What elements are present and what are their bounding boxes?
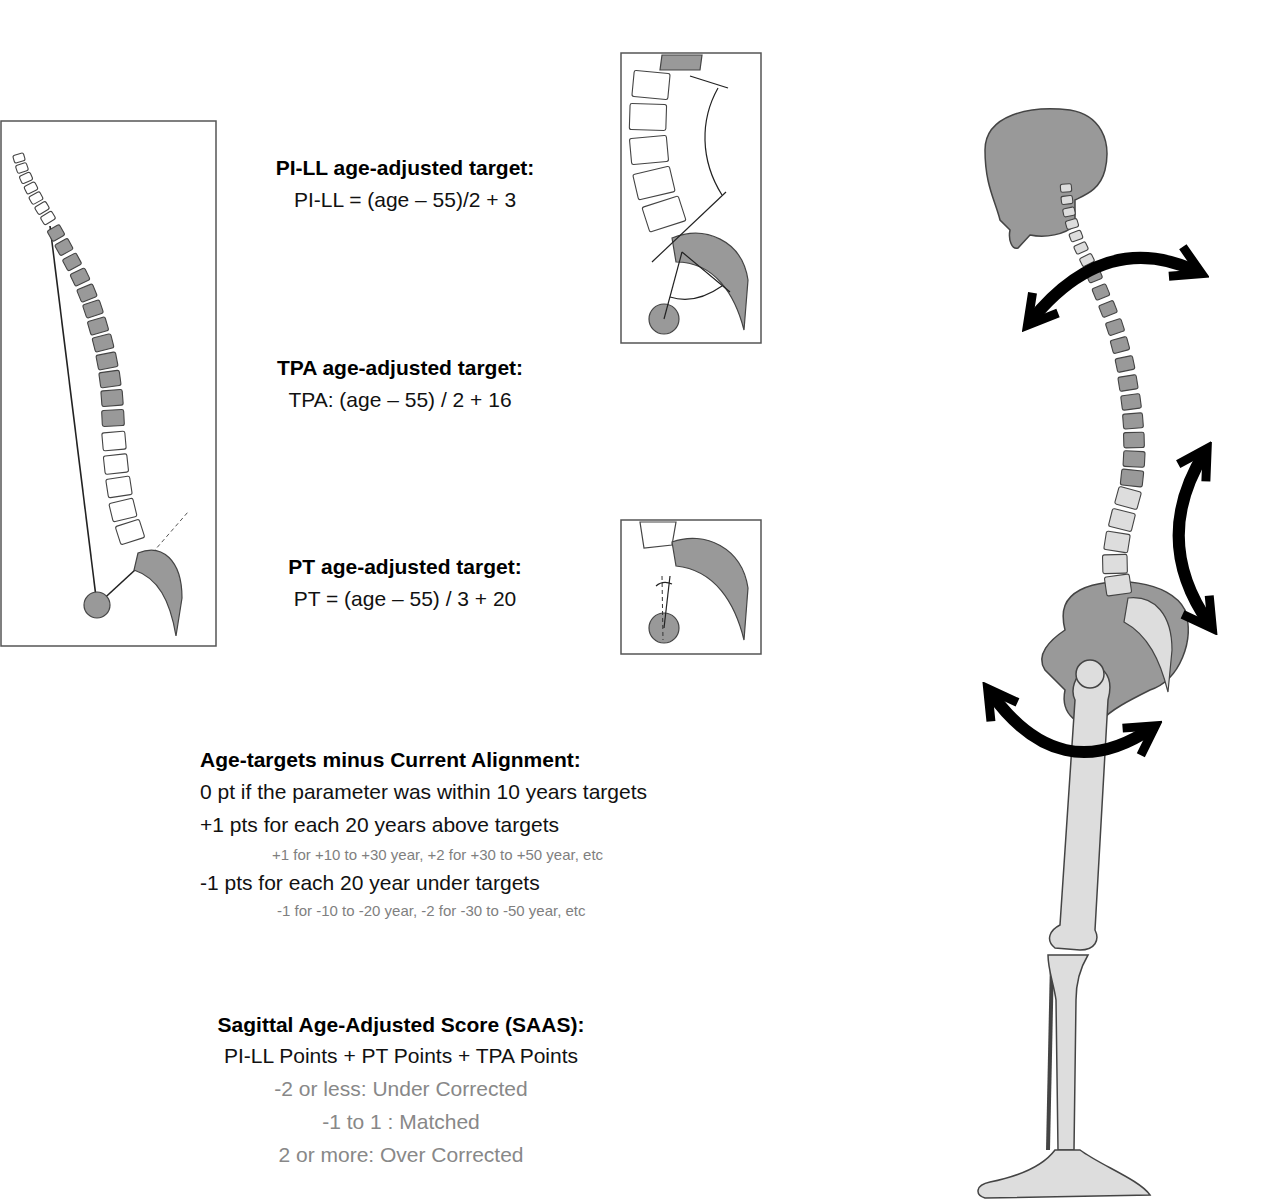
vertebra [1073, 241, 1088, 254]
vertebra [101, 389, 123, 406]
sacrum [672, 233, 748, 330]
body-text: 0 pt if the parameter was within 10 year… [200, 779, 647, 805]
vertebra [1120, 469, 1144, 487]
vertebra [1124, 432, 1145, 448]
sacrum [1124, 598, 1172, 692]
vertebra [1115, 486, 1142, 509]
vertebra [640, 522, 676, 548]
grey-text: -1 to 1 : Matched [322, 1109, 480, 1135]
angle-line [664, 252, 682, 319]
heading-text: PI-LL age-adjusted target: [276, 155, 535, 181]
vertebra [1098, 300, 1117, 318]
panel-frame [1, 121, 216, 646]
vertebra [1104, 574, 1131, 596]
angle-arc [670, 286, 722, 299]
body-text: PI-LL = (age – 55)/2 + 3 [294, 187, 516, 213]
femur [1050, 667, 1110, 950]
angle-line [664, 576, 670, 628]
vertebra [99, 370, 121, 388]
foot [978, 1150, 1150, 1198]
vertebra [1065, 218, 1079, 230]
body-text: TPA: (age – 55) / 2 + 16 [288, 387, 511, 413]
tibia [1048, 955, 1088, 1150]
vertebra [632, 70, 670, 99]
vertebra [1060, 184, 1072, 193]
heading-text: TPA age-adjusted target: [277, 355, 523, 381]
vertebra [1118, 375, 1138, 392]
vertebra [40, 211, 56, 225]
note-text: +1 for +10 to +30 year, +2 for +30 to +5… [272, 845, 603, 865]
vertebra [1062, 207, 1075, 218]
vertebra [1110, 336, 1130, 353]
angle-arc [656, 582, 672, 586]
vertebra [1115, 355, 1135, 372]
vertebra [92, 334, 114, 353]
vertebra [62, 253, 82, 272]
body-text: +1 pts for each 20 years above targets [200, 812, 559, 838]
grey-text: 2 or more: Over Corrected [278, 1142, 523, 1168]
sacrum [672, 538, 748, 640]
fibula [1048, 960, 1052, 1150]
vertebra [13, 153, 26, 164]
vertebra [19, 172, 33, 184]
pelvis [1042, 582, 1188, 724]
skull [985, 109, 1107, 248]
vertebra [102, 409, 125, 426]
grey-text: -2 or less: Under Corrected [274, 1076, 527, 1102]
vertebra [47, 224, 65, 241]
vertebra [115, 519, 145, 545]
vertebra [629, 135, 668, 164]
vertebra [87, 317, 109, 336]
femoral-head [84, 592, 110, 618]
vertebra [96, 352, 118, 370]
vertebra [55, 238, 74, 256]
vertebra [15, 162, 28, 173]
vertebra [1108, 508, 1135, 531]
angle-line [682, 252, 730, 292]
vertebra [1069, 230, 1084, 242]
vertebra [660, 55, 702, 70]
vertebra [1061, 195, 1073, 205]
motion-arrow [1030, 258, 1198, 322]
vertebra [1121, 394, 1142, 411]
tpa-line [50, 226, 97, 605]
vertebra [82, 300, 103, 319]
dashed-line [662, 576, 663, 640]
vertebra [103, 454, 128, 475]
vertebra [1123, 413, 1144, 429]
body-text: PT = (age – 55) / 3 + 20 [294, 586, 517, 612]
motion-arrow [990, 692, 1152, 752]
vertebra [1104, 531, 1131, 553]
panel-frame [621, 520, 761, 654]
heading-text: Age-targets minus Current Alignment: [200, 747, 581, 773]
heading-text: Sagittal Age-Adjusted Score (SAAS): [218, 1012, 585, 1038]
femoral-head [1076, 660, 1104, 688]
vertebra [77, 284, 98, 303]
vertebra [1102, 554, 1127, 573]
vertebra [633, 166, 675, 200]
sacrum [134, 550, 182, 636]
angle-arc [705, 88, 722, 195]
vertebra [1105, 318, 1125, 336]
motion-arrow [1179, 452, 1210, 625]
vertebra [629, 103, 666, 130]
panel-frame [621, 53, 761, 343]
heading-text: PT age-adjusted target: [288, 554, 521, 580]
vertebra [70, 268, 90, 287]
vertebra [1092, 283, 1110, 300]
vertebra [102, 431, 126, 451]
vertebra [106, 476, 133, 498]
body-text: -1 pts for each 20 year under targets [200, 870, 540, 896]
angle-line [690, 76, 728, 88]
vertebra [1123, 451, 1145, 468]
angle-line [652, 192, 726, 262]
body-text: PI-LL Points + PT Points + TPA Points [224, 1043, 578, 1069]
note-text: -1 for -10 to -20 year, -2 for -30 to -5… [277, 901, 585, 921]
vertebra [109, 498, 137, 522]
vertebra [642, 196, 686, 232]
